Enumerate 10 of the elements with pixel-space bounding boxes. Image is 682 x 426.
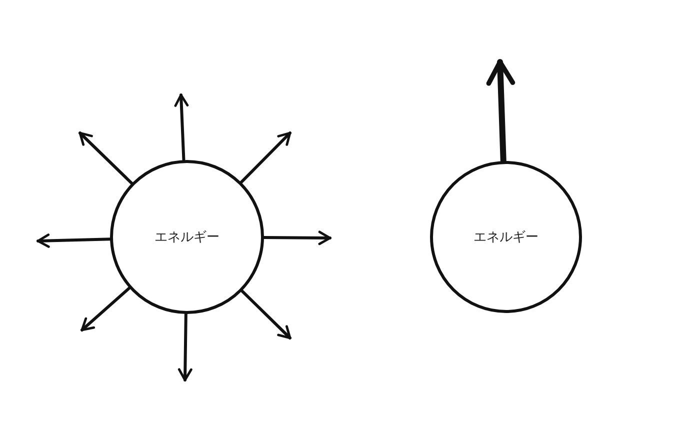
arrow (78, 132, 134, 185)
circle-label: エネルギー (474, 229, 538, 246)
arrow (240, 289, 292, 340)
arrow (80, 286, 131, 332)
circle-label: エネルギー (154, 229, 220, 246)
arrow (178, 312, 192, 382)
arrow (36, 234, 112, 248)
arrow (174, 94, 189, 162)
arrow (240, 132, 292, 184)
arrow (262, 230, 332, 246)
